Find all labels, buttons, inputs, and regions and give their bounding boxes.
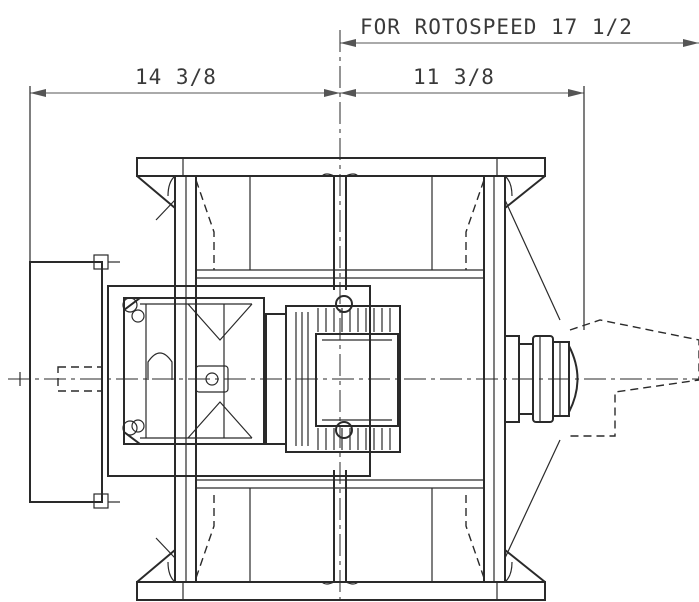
electric-motor [265, 305, 401, 453]
extension-lines [29, 86, 585, 330]
bolt-hole-top [335, 295, 353, 313]
motor-fins [295, 308, 391, 450]
bolt-hole-bottom [335, 421, 353, 439]
centerlines [8, 30, 699, 600]
bottom-flange [136, 581, 546, 601]
width-dimensions: 14 3/8 11 3/8 [30, 65, 584, 97]
bearing-assembly [504, 319, 699, 437]
rotospeed-dimension: FOR ROTOSPEED 17 1/2 [340, 15, 699, 47]
rotospeed-label: FOR ROTOSPEED 17 1/2 [360, 15, 633, 39]
top-flange [136, 157, 546, 177]
gear-reducer [123, 297, 265, 445]
motor-mount-plate [107, 285, 371, 477]
right-width-label: 11 3/8 [413, 65, 495, 89]
sprocket-guard [19, 254, 120, 509]
left-width-label: 14 3/8 [135, 65, 217, 89]
